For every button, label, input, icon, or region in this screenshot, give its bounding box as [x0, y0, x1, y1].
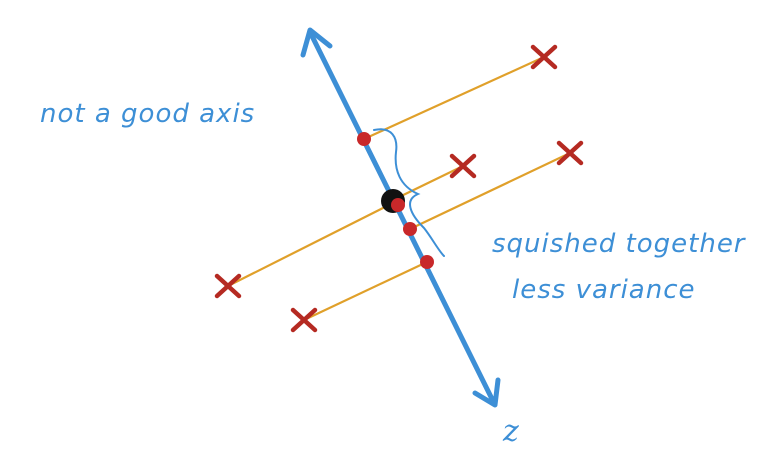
cross-icon	[556, 140, 584, 166]
z-axis	[300, 27, 501, 408]
squished-label-line2: less variance	[512, 275, 696, 305]
z-axis-label: z	[502, 414, 519, 449]
projection-lines	[226, 55, 572, 322]
cross-icon	[449, 153, 477, 179]
cross-icon	[530, 44, 558, 70]
dot-icon	[420, 255, 434, 269]
double-arrow-icon-top	[300, 27, 333, 58]
projection-line-4	[408, 151, 572, 231]
squished-label-line1: squished together	[492, 229, 747, 259]
z-axis-line	[307, 29, 497, 406]
double-arrow-icon-bottom	[472, 377, 501, 408]
projection-line-1	[362, 55, 546, 141]
dot-icon	[403, 222, 417, 236]
projection-line-3	[226, 201, 395, 288]
projected-points	[357, 132, 434, 269]
curly-brace-icon	[373, 128, 445, 257]
projection-line-2	[391, 164, 465, 202]
data-points	[214, 44, 584, 333]
cross-icon	[290, 307, 318, 333]
bad-axis-label: not a good axis	[40, 99, 255, 129]
projection-line-5	[302, 260, 429, 322]
dot-icon	[357, 132, 371, 146]
dot-icon	[391, 198, 405, 212]
cross-icon	[214, 273, 242, 299]
